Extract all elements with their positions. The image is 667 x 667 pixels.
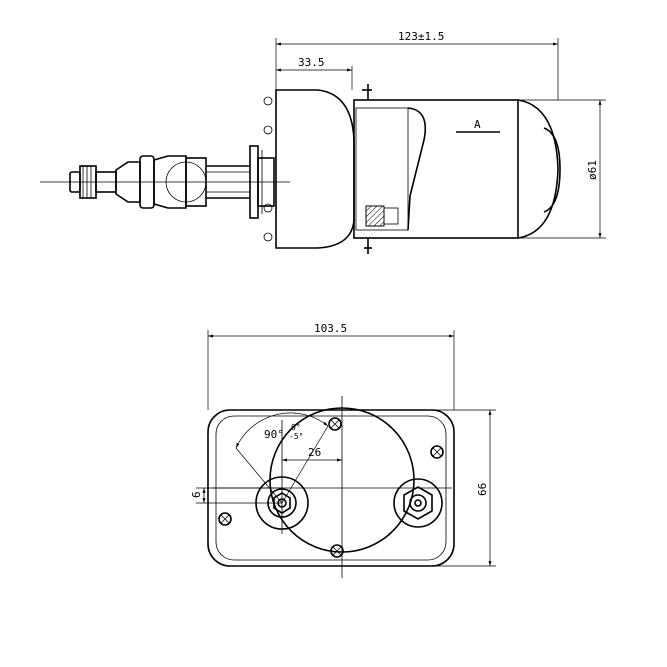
flange-offset-label: 33.5 — [298, 56, 325, 69]
section-mark-label: A — [474, 118, 481, 131]
dim-overall-length: 123±1.5 — [275, 30, 559, 100]
screw-icon — [328, 417, 342, 431]
tolerance-upper-label: 0° — [291, 423, 301, 432]
screw-icon — [330, 544, 344, 558]
dim-shaft-gap: 6 — [190, 487, 282, 504]
shaft-gap-label: 6 — [190, 491, 203, 498]
motor-shaft — [393, 478, 443, 528]
dim-shaft-offset: 26 — [282, 446, 342, 462]
screw-icon — [430, 445, 444, 459]
sweep-angle: 90° 0° -5° — [235, 412, 329, 504]
dim-flange-offset: 33.5 — [276, 56, 353, 90]
screw-icon — [218, 512, 232, 526]
mounting-flange — [249, 96, 275, 242]
side-view: A 123±1.5 33.5 ø61 — [40, 30, 606, 254]
base-view: 90° 0° -5° 26 6 103.5 66 — [190, 322, 496, 578]
motor-body: A — [353, 84, 561, 254]
overall-length-label: 123±1.5 — [398, 30, 444, 43]
sweep-angle-label: 90° — [264, 428, 284, 441]
dim-diameter: ø61 — [518, 99, 606, 239]
tolerance-lower-label: -5° — [289, 432, 303, 441]
screw-holes — [218, 417, 444, 558]
hatched-block — [365, 205, 385, 227]
diameter-label: ø61 — [586, 160, 599, 180]
gearbox-housing — [275, 89, 355, 249]
shaft-offset-label: 26 — [308, 446, 321, 459]
base-height-label: 66 — [476, 483, 489, 496]
drive-shaft — [69, 155, 250, 209]
dim-base-height: 66 — [430, 409, 496, 567]
dim-base-width: 103.5 — [207, 322, 455, 410]
base-width-label: 103.5 — [314, 322, 347, 335]
